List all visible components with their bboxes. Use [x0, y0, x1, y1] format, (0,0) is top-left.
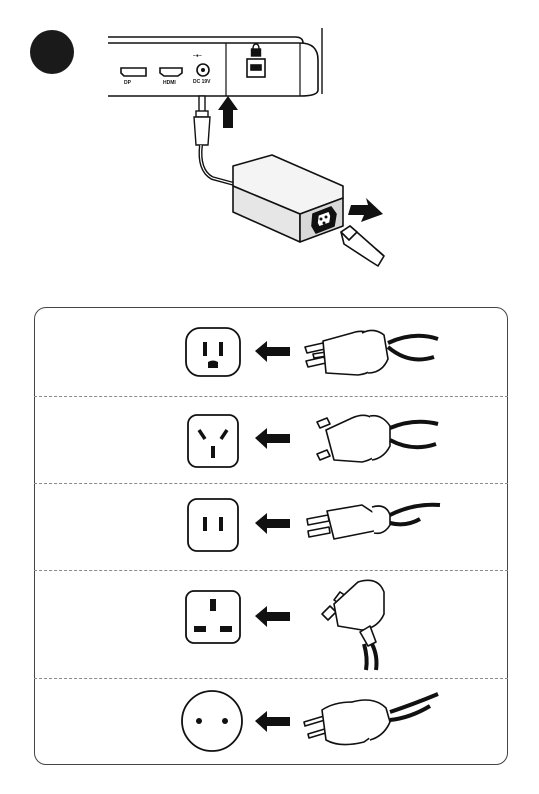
plug-row-us [34, 307, 508, 396]
dc-cable [200, 145, 234, 184]
uk-outlet-icon [186, 591, 240, 643]
device-rear-panel [108, 28, 322, 96]
type-a-plug-icon [307, 505, 440, 539]
dc-plug-icon [194, 96, 210, 145]
arrow-left-icon [255, 711, 290, 732]
dc-port-label: DC 19V [193, 79, 211, 85]
arrow-left-icon [255, 428, 290, 449]
arrow-left-icon [255, 513, 290, 534]
power-adapter-connection-illustration [0, 0, 539, 290]
arrow-left-icon [255, 341, 290, 362]
us-plug-icon [305, 330, 438, 375]
plug-row-uk [34, 570, 508, 678]
hdmi-port-label: HDMI [163, 80, 176, 86]
uk-plug-icon [322, 580, 384, 670]
type-a-outlet-icon [188, 499, 238, 551]
power-adapter-brick [233, 155, 343, 242]
us-outlet-icon [186, 328, 240, 376]
insert-arrow-left-icon [348, 198, 383, 222]
insert-arrow-up-icon [218, 96, 238, 128]
eu-outlet-icon [182, 691, 242, 751]
plug-row-eu [34, 678, 508, 765]
dc-power-symbol: −●− [193, 53, 202, 59]
plug-row-au [34, 396, 508, 483]
plug-row-type-a [34, 483, 508, 570]
eu-plug-icon [304, 694, 438, 745]
au-plug-icon [317, 415, 438, 462]
dp-port-label: DP [124, 80, 131, 86]
ac-connector-plug-icon [341, 226, 384, 266]
au-outlet-icon [188, 415, 238, 467]
arrow-left-icon [255, 606, 290, 627]
